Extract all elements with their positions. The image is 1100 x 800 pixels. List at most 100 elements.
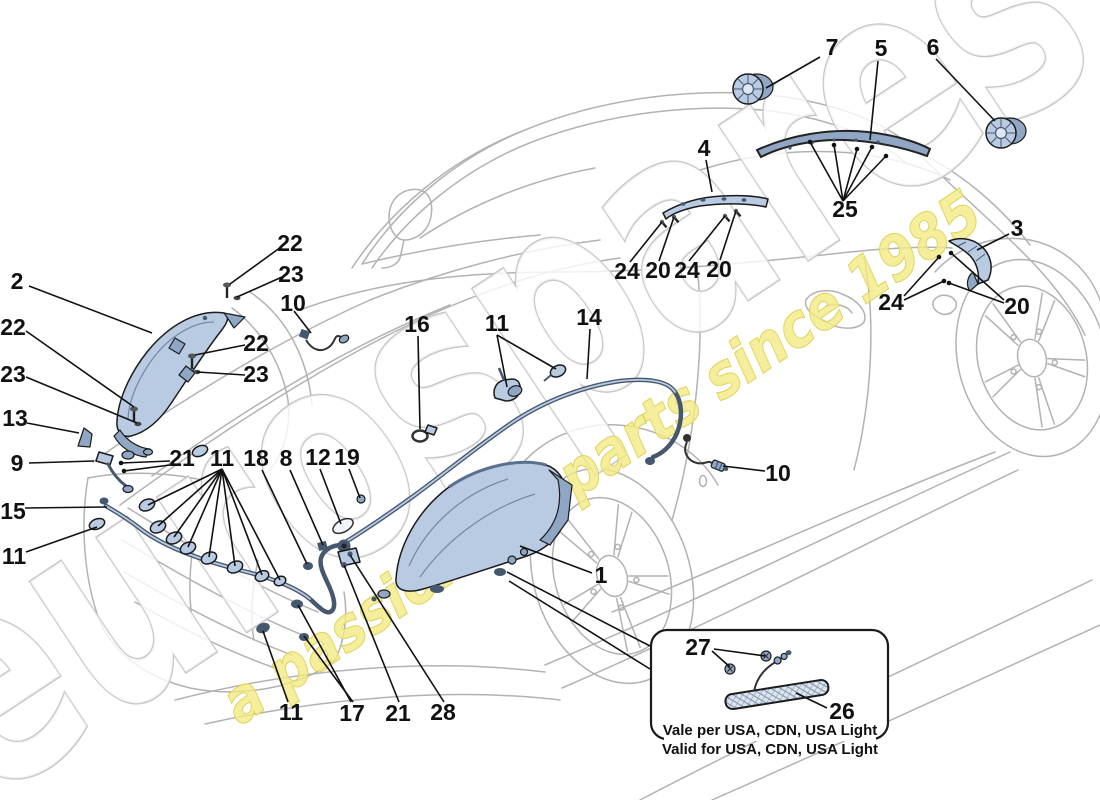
callout-11[interactable]: 11 — [279, 699, 304, 725]
callout-28[interactable]: 28 — [430, 699, 456, 725]
usa-inset-box: Vale per USA, CDN, USA Light Valid for U… — [649, 628, 890, 758]
callout-11[interactable]: 11 — [2, 543, 27, 569]
fastener-dot — [869, 144, 875, 150]
callout-1[interactable]: 1 — [595, 562, 608, 588]
leader-line — [795, 692, 828, 709]
callout-25[interactable]: 25 — [832, 196, 858, 222]
callout-21[interactable]: 21 — [385, 700, 411, 726]
leader-line — [25, 376, 138, 424]
leader-line — [842, 148, 858, 202]
leader-line — [705, 159, 713, 193]
inset-note-line-2: Valid for USA, CDN, USA Light — [662, 741, 878, 758]
fastener-dot — [936, 254, 942, 260]
screw-27 — [724, 663, 736, 675]
fastener-dot — [941, 278, 947, 284]
leader-line — [722, 465, 766, 472]
leader-line — [719, 210, 737, 261]
inset-note-line-1: Vale per USA, CDN, USA Light — [663, 722, 877, 739]
leader-line — [508, 580, 651, 670]
clip-13 — [77, 427, 93, 448]
rear-wheel — [955, 258, 1100, 458]
callout-23[interactable]: 23 — [0, 361, 26, 387]
leader-line — [842, 155, 887, 202]
callout-20[interactable]: 20 — [706, 256, 732, 282]
fastener-dot — [883, 153, 889, 159]
callout-10[interactable]: 10 — [765, 460, 791, 486]
callout-12[interactable]: 12 — [305, 444, 331, 470]
cable-10-right — [683, 434, 729, 472]
callout-10[interactable]: 10 — [280, 290, 306, 316]
leader-line — [948, 282, 1005, 304]
corner-marker — [223, 312, 246, 329]
leader-line — [506, 571, 651, 647]
leader-line — [25, 526, 98, 553]
ring-16 — [411, 424, 438, 443]
callout-23[interactable]: 23 — [278, 261, 304, 287]
bolt-22 — [188, 353, 196, 369]
leader-line — [147, 468, 223, 506]
callout-23[interactable]: 23 — [243, 361, 269, 387]
leader-line — [221, 468, 263, 576]
fastener-dot — [118, 460, 124, 466]
callout-11[interactable]: 11 — [210, 445, 235, 471]
leader-line — [519, 545, 593, 574]
side-marker-lamp-26 — [724, 650, 830, 711]
callout-27[interactable]: 27 — [685, 634, 711, 660]
leader-line — [496, 334, 508, 388]
side-vent — [932, 294, 958, 316]
washer-pump — [337, 539, 361, 568]
leader-line — [28, 460, 95, 464]
callout-19[interactable]: 19 — [334, 444, 360, 470]
fastener-dot — [121, 468, 127, 474]
leader-line — [319, 468, 342, 525]
trim-strip-4 — [662, 194, 769, 220]
callout-22[interactable]: 22 — [243, 330, 269, 356]
callout-13[interactable]: 13 — [2, 405, 28, 431]
fastener-dot — [854, 146, 860, 152]
callout-11[interactable]: 11 — [485, 310, 510, 336]
callout-15[interactable]: 15 — [0, 498, 26, 524]
plug-hole — [698, 474, 708, 488]
callout-22[interactable]: 22 — [277, 230, 303, 256]
fastener-dot — [948, 250, 954, 256]
leader-line — [629, 221, 663, 263]
callout-20[interactable]: 20 — [645, 257, 671, 283]
callout-2[interactable]: 2 — [11, 268, 24, 294]
callout-21[interactable]: 21 — [169, 445, 195, 471]
leader-line — [24, 506, 108, 509]
grommet-dark — [256, 622, 270, 634]
callout-6[interactable]: 6 — [927, 34, 940, 60]
callout-5[interactable]: 5 — [875, 35, 888, 61]
callout-3[interactable]: 3 — [1011, 215, 1024, 241]
horn-disc-6 — [985, 117, 1027, 149]
leader-line — [586, 328, 591, 380]
callout-8[interactable]: 8 — [280, 445, 293, 471]
callout-18[interactable]: 18 — [243, 445, 269, 471]
callout-16[interactable]: 16 — [404, 311, 430, 337]
callout-7[interactable]: 7 — [826, 34, 839, 60]
callout-24[interactable]: 24 — [674, 257, 700, 283]
callout-24[interactable]: 24 — [614, 258, 640, 284]
leader-line — [303, 635, 354, 703]
callout-20[interactable]: 20 — [1004, 293, 1030, 319]
callout-17[interactable]: 17 — [339, 700, 365, 726]
callout-14[interactable]: 14 — [576, 304, 602, 330]
leader-line — [289, 469, 324, 546]
callout-22[interactable]: 22 — [0, 314, 26, 340]
bolt-22 — [130, 406, 138, 422]
callout-4[interactable]: 4 — [698, 135, 711, 161]
fastener-dot — [946, 280, 952, 286]
cable-10-left — [298, 328, 350, 352]
leader-line — [293, 310, 312, 334]
parts-layer — [77, 73, 1027, 641]
leader-line — [221, 468, 281, 581]
washer-jet-11 — [493, 367, 523, 402]
leader-line — [903, 280, 945, 301]
fastener-dot — [807, 139, 813, 145]
callout-26[interactable]: 26 — [829, 698, 855, 724]
callout-9[interactable]: 9 — [11, 450, 24, 476]
leader-line — [120, 460, 171, 464]
leader-line — [196, 371, 246, 376]
callout-24[interactable]: 24 — [878, 289, 904, 315]
